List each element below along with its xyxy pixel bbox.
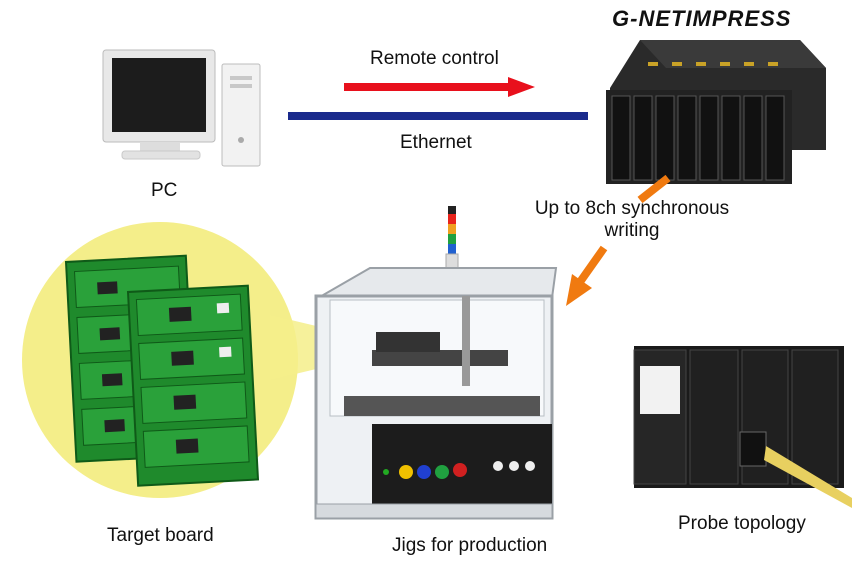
ethernet-label: Ethernet (400, 132, 472, 153)
probe-topology-label: Probe topology (678, 513, 806, 534)
sync-writing-line1: Up to 8ch synchronous (534, 198, 730, 219)
remote-control-arrow (344, 77, 535, 97)
pc-label: PC (151, 180, 178, 201)
sync-writing-label: Up to 8ch synchronous writing (524, 198, 740, 242)
gnetimpress-device-icon (606, 40, 826, 184)
sync-writing-line2: writing (604, 220, 660, 241)
ethernet-line (288, 112, 588, 120)
gnetimpress-logo: G-NETIMPRESS (612, 6, 792, 31)
jigs-label: Jigs for production (392, 535, 548, 556)
remote-control-label: Remote control (370, 48, 499, 69)
sync-writing-arrow (566, 174, 671, 306)
production-jig-icon (314, 206, 558, 520)
target-board-label: Target board (107, 525, 214, 546)
pc-icon (102, 49, 261, 167)
probe-topology-icon (633, 346, 852, 508)
target-board-icon (64, 254, 260, 487)
